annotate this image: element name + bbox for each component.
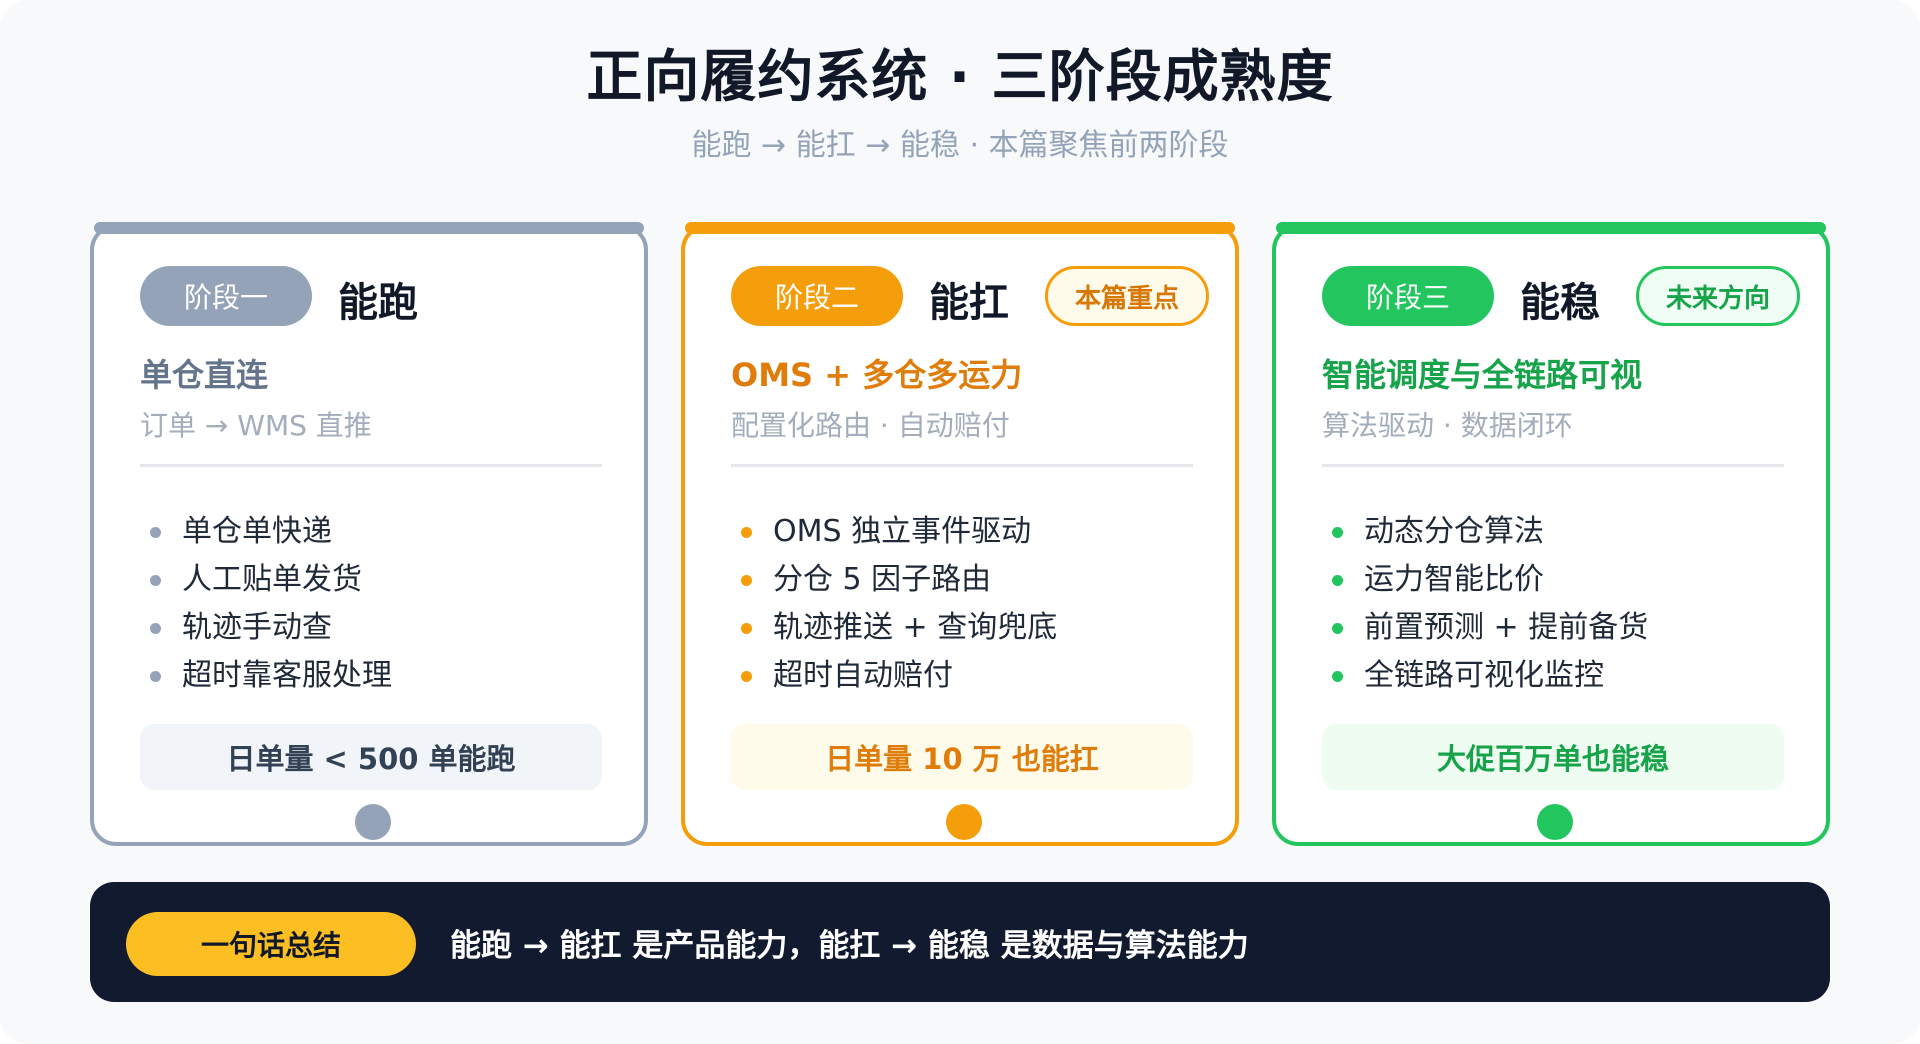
stage-footer: 日单量 < 500 单能跑 xyxy=(140,724,602,790)
bullet-item: 单仓单快递 xyxy=(140,508,392,556)
bullet-text: 超时自动赔付 xyxy=(773,658,953,693)
bullet-item: 动态分仓算法 xyxy=(1322,508,1648,556)
bullet-item: 人工贴单发货 xyxy=(140,556,392,604)
bullet-text: OMS 独立事件驱动 xyxy=(773,514,1032,549)
stage-subline: 算法驱动 · 数据闭环 xyxy=(1322,409,1573,442)
bullet-item: 超时靠客服处理 xyxy=(140,652,392,700)
stage-pill: 阶段三 xyxy=(1322,266,1494,326)
bullet-dot-icon xyxy=(1332,575,1343,586)
page-subtitle: 能跑 → 能扛 → 能稳 · 本篇聚焦前两阶段 xyxy=(691,128,1229,163)
stage-tag: 本篇重点 xyxy=(1045,266,1209,326)
bullet-dot-icon xyxy=(741,623,752,634)
bullet-text: 轨迹推送 + 查询兜底 xyxy=(773,610,1058,645)
stage-circle-icon xyxy=(1537,804,1573,840)
bullet-dot-icon xyxy=(741,671,752,682)
stage-subline: 配置化路由 · 自动赔付 xyxy=(731,409,1010,442)
stage-bullet-list: OMS 独立事件驱动 分仓 5 因子路由 轨迹推送 + 查询兜底 超时自动赔付 xyxy=(731,508,1057,700)
bullet-item: 前置预测 + 提前备货 xyxy=(1322,604,1648,652)
stage-subline: 订单 → WMS 直推 xyxy=(140,409,372,442)
stage-name: 能跑 xyxy=(338,280,418,326)
divider xyxy=(1322,464,1784,467)
bullet-text: 轨迹手动查 xyxy=(182,610,332,645)
bullet-dot-icon xyxy=(1332,527,1343,538)
bullet-dot-icon xyxy=(150,527,161,538)
stage-card-3: 阶段三 能稳 未来方向 智能调度与全链路可视 算法驱动 · 数据闭环 动态分仓算… xyxy=(1272,222,1830,846)
stage-circle-icon xyxy=(355,804,391,840)
bullet-dot-icon xyxy=(1332,671,1343,682)
stage-bullet-list: 单仓单快递 人工贴单发货 轨迹手动查 超时靠客服处理 xyxy=(140,508,392,700)
bullet-text: 分仓 5 因子路由 xyxy=(773,562,992,597)
summary-text: 能跑 → 能扛 是产品能力，能扛 → 能稳 是数据与算法能力 xyxy=(450,928,1249,964)
bullet-text: 人工贴单发货 xyxy=(182,562,362,597)
summary-badge: 一句话总结 xyxy=(126,912,416,976)
bullet-dot-icon xyxy=(741,575,752,586)
stage-card-topbar xyxy=(1276,222,1826,234)
stage-pill: 阶段二 xyxy=(731,266,903,326)
bullet-item: 全链路可视化监控 xyxy=(1322,652,1648,700)
bullet-dot-icon xyxy=(1332,623,1343,634)
stage-card-1: 阶段一 能跑 单仓直连 订单 → WMS 直推 单仓单快递 人工贴单发货 轨迹手… xyxy=(90,222,648,846)
stage-name: 能扛 xyxy=(929,280,1009,326)
summary-bar: 一句话总结 能跑 → 能扛 是产品能力，能扛 → 能稳 是数据与算法能力 xyxy=(90,882,1830,1002)
stage-footer: 大促百万单也能稳 xyxy=(1322,724,1784,790)
bullet-dot-icon xyxy=(150,575,161,586)
bullet-text: 单仓单快递 xyxy=(182,514,332,549)
bullet-item: 超时自动赔付 xyxy=(731,652,1057,700)
stage-tag: 未来方向 xyxy=(1636,266,1800,326)
stage-circle-icon xyxy=(946,804,982,840)
stage-card-2: 阶段二 能扛 本篇重点 OMS + 多仓多运力 配置化路由 · 自动赔付 OMS… xyxy=(681,222,1239,846)
bullet-dot-icon xyxy=(150,623,161,634)
page-title: 正向履约系统 · 三阶段成熟度 xyxy=(586,45,1334,110)
bullet-item: OMS 独立事件驱动 xyxy=(731,508,1057,556)
bullet-dot-icon xyxy=(150,671,161,682)
stage-card-topbar xyxy=(94,222,644,234)
stage-headline: OMS + 多仓多运力 xyxy=(731,356,1023,394)
stage-footer: 日单量 10 万 也能扛 xyxy=(731,724,1193,790)
stage-name: 能稳 xyxy=(1520,280,1600,326)
bullet-item: 轨迹推送 + 查询兜底 xyxy=(731,604,1057,652)
bullet-text: 前置预测 + 提前备货 xyxy=(1364,610,1649,645)
stage-headline: 单仓直连 xyxy=(140,356,269,394)
bullet-item: 运力智能比价 xyxy=(1322,556,1648,604)
stage-pill: 阶段一 xyxy=(140,266,312,326)
bullet-text: 动态分仓算法 xyxy=(1364,514,1544,549)
bullet-text: 运力智能比价 xyxy=(1364,562,1544,597)
bullet-item: 分仓 5 因子路由 xyxy=(731,556,1057,604)
bullet-text: 超时靠客服处理 xyxy=(182,658,392,693)
stage-bullet-list: 动态分仓算法 运力智能比价 前置预测 + 提前备货 全链路可视化监控 xyxy=(1322,508,1648,700)
divider xyxy=(731,464,1193,467)
bullet-dot-icon xyxy=(741,527,752,538)
bullet-item: 轨迹手动查 xyxy=(140,604,392,652)
stage-card-topbar xyxy=(685,222,1235,234)
bullet-text: 全链路可视化监控 xyxy=(1364,658,1604,693)
stage-headline: 智能调度与全链路可视 xyxy=(1322,356,1643,394)
divider xyxy=(140,464,602,467)
